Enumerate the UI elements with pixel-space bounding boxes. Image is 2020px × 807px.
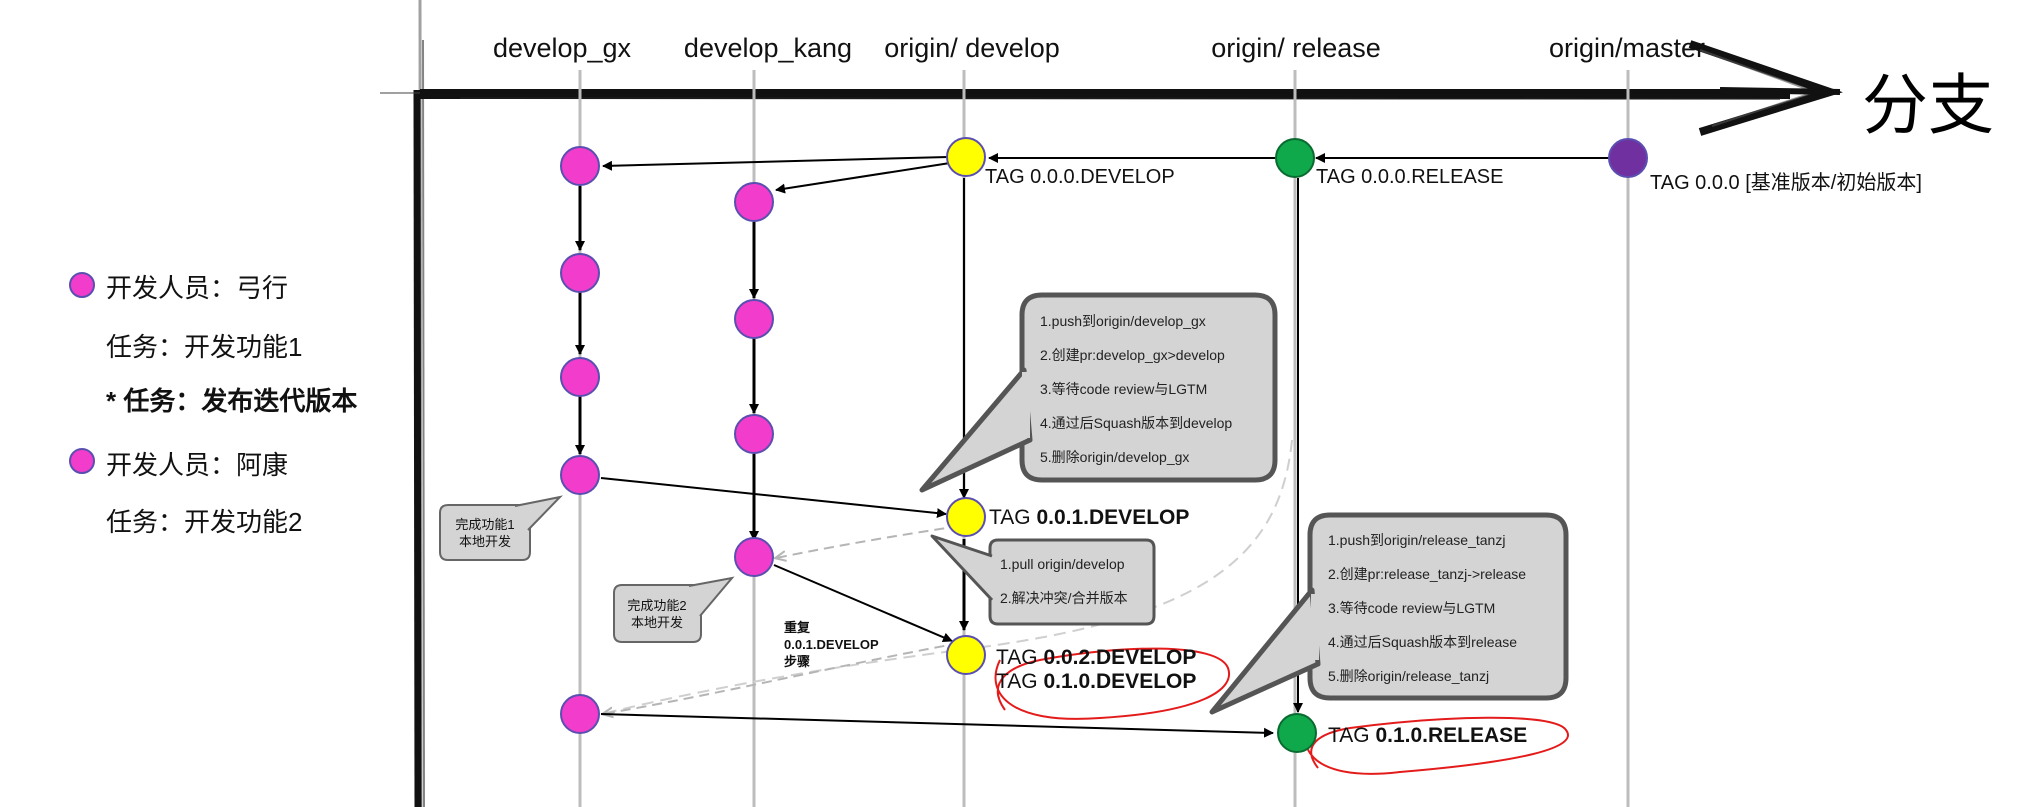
commit-gx-4 <box>560 455 600 495</box>
tag-release-010: TAG 0.1.0.RELEASE <box>1328 724 1527 748</box>
note-repeat-line3: 步骤 <box>784 654 811 669</box>
branch-label-origin-master: origin/master <box>1548 33 1706 63</box>
red-annotations <box>994 647 1569 775</box>
note-kang-done-line1: 完成功能2 <box>627 598 687 613</box>
commit-nodes <box>560 137 1648 753</box>
note-repeat-line1: 重复 <box>784 620 811 635</box>
legend-dev1: 开发人员：弓行 <box>106 273 289 303</box>
legend-dev2: 开发人员：阿康 <box>106 450 289 480</box>
legend-dot-dev2 <box>69 448 95 474</box>
tag-release-000: TAG 0.0.0.RELEASE <box>1316 166 1504 188</box>
tag-release-010-version: 0.1.0.RELEASE <box>1375 724 1528 747</box>
callout-pull-develop <box>930 534 1156 626</box>
callout-pr-develop-step2: 2.创建pr:develop_gx>develop <box>1040 347 1225 363</box>
note-kang-done-line2: 本地开发 <box>630 615 683 630</box>
commit-gx-3 <box>560 357 600 397</box>
commit-develop-000 <box>946 137 986 177</box>
branch-label-develop-gx: develop_gx <box>492 33 632 63</box>
commit-gx-2 <box>560 253 600 293</box>
callout-pr-develop-step4: 4.通过后Squash版本到develop <box>1040 415 1233 431</box>
tag-master-000-version: TAG 0.0.0 <box>1650 172 1740 194</box>
tag-develop-002: TAG 0.0.2.DEVELOP <box>996 646 1196 670</box>
commit-master-000 <box>1608 138 1648 178</box>
note-repeat-steps: 重复 0.0.1.DEVELOP 步骤 <box>784 619 879 670</box>
tag-release-010-prefix: TAG <box>1328 724 1370 747</box>
commit-release-000 <box>1275 138 1315 178</box>
legend-dev1-task2: * 任务：发布迭代版本 <box>106 386 358 416</box>
legend-dev1-task1: 任务：开发功能1 <box>106 332 303 362</box>
tag-develop-010: TAG 0.1.0.DEVELOP <box>996 670 1196 694</box>
branch-label-origin-develop: origin/ develop <box>884 33 1060 63</box>
callout-pr-develop-text: 1.push到origin/develop_gx 2.创建pr:develop_… <box>1040 304 1232 474</box>
legend-dev2-task: 任务：开发功能2 <box>106 507 303 537</box>
tag-master-000-note: [基准版本/初始版本] <box>1745 172 1922 194</box>
legend-dot-dev1 <box>69 272 95 298</box>
callout-pr-release-step5: 5.删除origin/release_tanzj <box>1328 668 1490 684</box>
tag-develop-001: TAG 0.0.1.DEVELOP <box>989 506 1189 530</box>
callout-pr-develop-step5: 5.删除origin/develop_gx <box>1040 449 1190 465</box>
callout-pr-release-step1: 1.push到origin/release_tanzj <box>1328 532 1506 548</box>
callout-pr-release-step3: 3.等待code review与LGTM <box>1328 600 1496 616</box>
branch-label-origin-release: origin/ release <box>1211 33 1381 63</box>
commit-kang-2 <box>734 299 774 339</box>
horizontal-axis <box>379 40 1843 136</box>
callout-pr-release-step4: 4.通过后Squash版本到release <box>1328 634 1518 650</box>
callout-pr-develop-step3: 3.等待code review与LGTM <box>1040 381 1208 397</box>
note-gx-done-line2: 本地开发 <box>458 534 511 549</box>
commit-kang-1 <box>734 182 774 222</box>
commit-kang-4 <box>734 537 774 577</box>
note-repeat-line2: 0.0.1.DEVELOP <box>784 637 879 652</box>
callout-pull-develop-step2: 2.解决冲突/合并版本 <box>1000 590 1128 606</box>
tag-develop-000: TAG 0.0.0.DEVELOP <box>985 166 1175 188</box>
note-kang-done <box>613 576 735 643</box>
commit-gx-5 <box>560 694 600 734</box>
commit-kang-3 <box>734 414 774 454</box>
note-kang-done-text: 完成功能2 本地开发 <box>617 597 697 631</box>
callout-pr-develop <box>919 292 1278 493</box>
branch-label-develop-kang: develop_kang <box>683 33 853 63</box>
vertical-axis <box>413 0 425 807</box>
tag-develop-002-prefix: TAG <box>996 646 1038 669</box>
commit-develop-001 <box>946 497 986 537</box>
tag-develop-001-version: 0.0.1.DEVELOP <box>1036 506 1190 529</box>
commit-gx-1 <box>560 146 600 186</box>
tag-develop-002-version: 0.0.2.DEVELOP <box>1043 646 1197 669</box>
note-gx-done-line1: 完成功能1 <box>455 517 515 532</box>
callout-pull-develop-text: 1.pull origin/develop 2.解决冲突/合并版本 <box>1000 547 1128 615</box>
callout-pull-develop-step1: 1.pull origin/develop <box>1000 556 1125 572</box>
note-gx-done <box>439 495 563 561</box>
callout-pr-release-step2: 2.创建pr:release_tanzj->release <box>1328 566 1527 582</box>
axis-title: 分支 <box>1862 68 1994 142</box>
commit-develop-002 <box>946 635 986 675</box>
note-gx-done-text: 完成功能1 本地开发 <box>445 516 525 550</box>
tag-master-000: TAG 0.0.0 [基准版本/初始版本] <box>1650 166 1922 195</box>
commit-release-010 <box>1277 713 1317 753</box>
tag-develop-001-prefix: TAG <box>989 506 1031 529</box>
tag-develop-010-version: 0.1.0.DEVELOP <box>1043 670 1197 693</box>
callout-pr-release-text: 1.push到origin/release_tanzj 2.创建pr:relea… <box>1328 523 1526 693</box>
tag-develop-010-prefix: TAG <box>996 670 1038 693</box>
callout-pr-release <box>1209 512 1569 715</box>
callout-pr-develop-step1: 1.push到origin/develop_gx <box>1040 313 1206 329</box>
